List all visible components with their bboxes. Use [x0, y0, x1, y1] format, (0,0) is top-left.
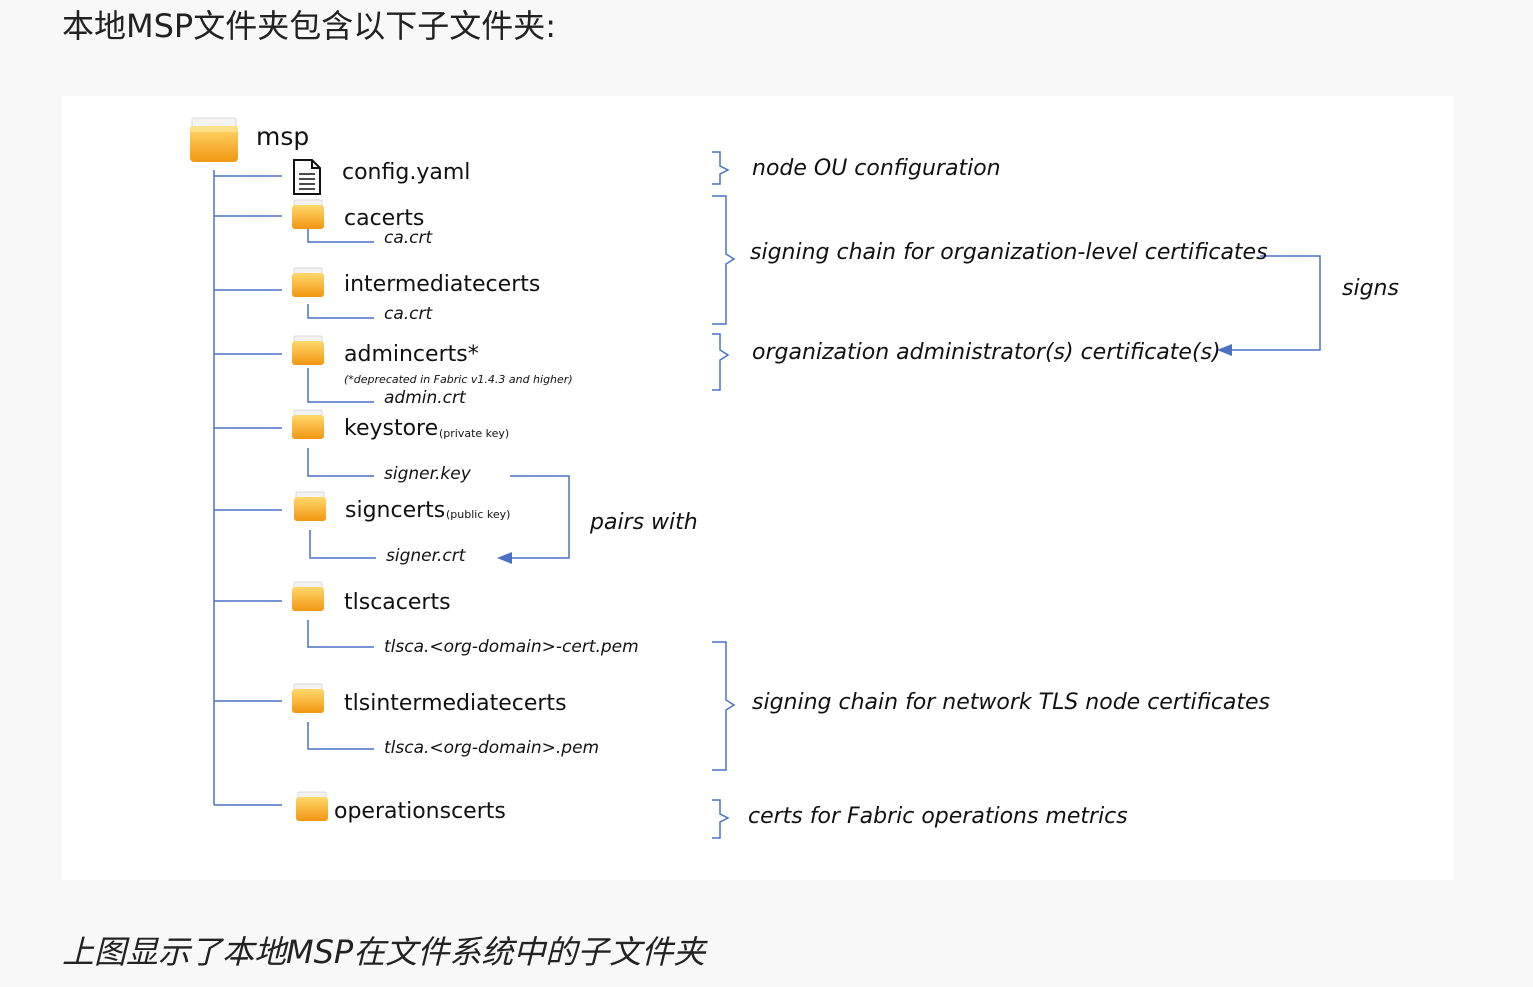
item-label-config: config.yaml — [342, 160, 471, 185]
annotation-node-ou: node OU configuration — [752, 156, 1001, 181]
file-branch-line — [307, 448, 374, 477]
folder-icon — [292, 581, 324, 611]
brace-admin — [712, 333, 730, 391]
item-label-operationscerts: operationscerts — [334, 799, 506, 824]
root-folder-label: msp — [256, 122, 310, 151]
deprecation-note: (*deprecated in Fabric v1.4.3 and higher… — [344, 373, 573, 386]
brace-operations — [712, 799, 730, 839]
page-heading: 本地MSP文件夹包含以下子文件夹: — [62, 7, 557, 45]
annotation-org-admin: organization administrator(s) certificat… — [752, 340, 1221, 365]
signs-arrow — [1217, 255, 1321, 356]
folder-icon — [294, 491, 326, 521]
file-label: ca.crt — [384, 228, 433, 248]
folder-icon — [292, 683, 324, 713]
file-label: signer.key — [384, 464, 471, 484]
item-label-signcerts: signcerts — [345, 498, 446, 523]
folder-icon — [296, 791, 328, 821]
file-branch-line — [307, 722, 374, 750]
private-key-note: (private key) — [439, 427, 510, 440]
item-label-tlsintermediatecerts: tlsintermediatecerts — [344, 691, 567, 716]
figure-caption: 上图显示了本地MSP在文件系统中的子文件夹 — [62, 933, 706, 971]
msp-folder-diagram: msp config.yaml cacerts ca.crt intermedi… — [62, 96, 1454, 880]
item-label-cacerts: cacerts — [344, 206, 425, 231]
folder-icon — [292, 267, 324, 297]
document-icon — [293, 159, 321, 195]
annotation-tls-signing-chain: signing chain for network TLS node certi… — [752, 690, 1271, 715]
file-branch-line — [307, 228, 374, 243]
item-label-tlscacerts: tlscacerts — [344, 590, 451, 615]
pairs-with-arrow — [497, 475, 570, 564]
folder-icon — [292, 199, 324, 229]
item-label-admincerts: admincerts* — [344, 342, 479, 367]
file-label: signer.crt — [386, 546, 466, 566]
item-label-intermediatecerts: intermediatecerts — [344, 272, 541, 297]
folder-icon — [190, 117, 238, 162]
public-key-note: (public key) — [446, 508, 511, 521]
annotation-org-signing-chain: signing chain for organization-level cer… — [750, 240, 1268, 265]
file-label: admin.crt — [384, 388, 466, 408]
annotation-pairs-with: pairs with — [590, 510, 698, 535]
file-branch-line — [307, 620, 374, 648]
file-label: tlsca.<org-domain>.pem — [384, 738, 600, 758]
folder-icon — [292, 335, 324, 365]
diagram-lines — [190, 117, 1321, 839]
brace-node-ou — [712, 151, 730, 185]
file-branch-line — [307, 304, 374, 319]
brace-tls-chain — [712, 641, 736, 771]
brace-org-chain — [712, 195, 736, 325]
folder-icon — [292, 409, 324, 439]
file-branch-line — [309, 530, 376, 559]
file-label: tlsca.<org-domain>-cert.pem — [384, 637, 639, 657]
annotation-operations: certs for Fabric operations metrics — [748, 804, 1128, 829]
file-label: ca.crt — [384, 304, 433, 324]
annotation-signs: signs — [1342, 276, 1399, 301]
file-branch-line — [307, 368, 374, 403]
item-label-keystore: keystore — [344, 416, 439, 441]
